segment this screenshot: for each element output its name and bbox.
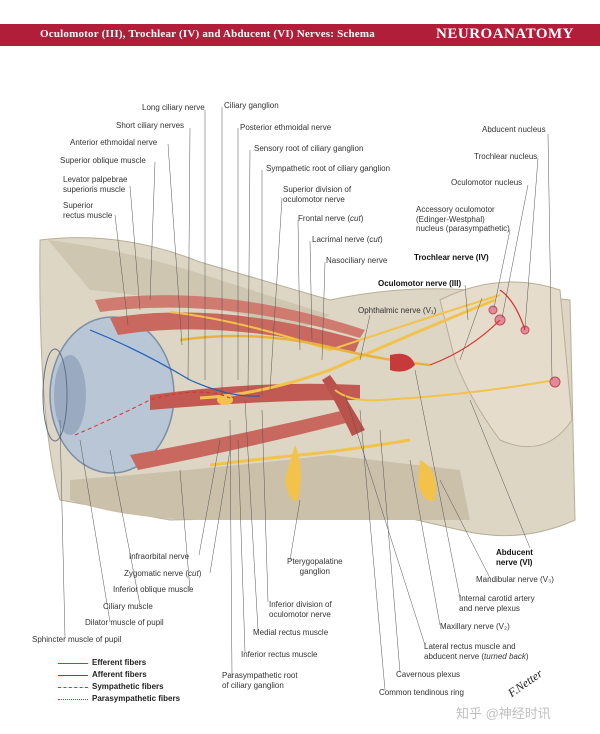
label-superior-oblique-muscle: Superior oblique muscle: [60, 156, 146, 165]
label-abducent-nucleus: Abducent nucleus: [482, 125, 546, 134]
label-maxillary-nerve: Maxillary nerve (V₂): [440, 622, 510, 631]
inferior-rectus-shape: [130, 410, 350, 470]
sympathetic-fiber-path: [74, 391, 231, 436]
legend-swatch: [58, 699, 88, 700]
abducent-nucleus-dot: [549, 376, 561, 388]
label-inferior-oblique-muscle: Inferior oblique muscle: [113, 585, 194, 594]
label-dilator-muscle: Dilator muscle of pupil: [85, 618, 164, 627]
legend-swatch: [58, 663, 88, 664]
orbital-floor: [70, 455, 470, 520]
label-sensory-root: Sensory root of ciliary ganglion: [254, 144, 364, 153]
label-oculomotor-nerve: Oculomotor nerve (III): [378, 279, 462, 288]
label-accessory-oculomotor-nucleus: Accessory oculomotor(Edinger-Westphal)nu…: [416, 205, 510, 233]
label-ophthalmic-nerve: Ophthalmic nerve (V₁): [358, 306, 437, 315]
medial-rectus-shape: [150, 383, 360, 410]
label-ciliary-muscle: Ciliary muscle: [103, 602, 153, 611]
pterygopalatine-ganglion-shape: [285, 445, 301, 501]
afferent-fiber-path: [89, 329, 261, 397]
abducent-nerve-path: [334, 379, 556, 402]
label-long-ciliary-nerve: Long ciliary nerve: [142, 103, 205, 112]
label-oculomotor-nucleus: Oculomotor nucleus: [451, 178, 523, 187]
trochlear-nerve-path: [169, 294, 501, 352]
trigeminal-ganglion-shape: [418, 460, 436, 501]
label-anterior-ethmoidal-nerve: Anterior ethmoidal nerve: [70, 138, 158, 147]
label-trochlear-nucleus: Trochlear nucleus: [474, 152, 538, 161]
internal-carotid-shape: [390, 353, 415, 372]
label-common-tendinous-ring: Common tendinous ring: [379, 688, 464, 697]
leader-lines: [59, 107, 553, 691]
superior-rectus-shape: [110, 312, 360, 352]
lens: [54, 355, 86, 435]
label-trochlear-nerve: Trochlear nerve (IV): [414, 253, 489, 262]
label-sympathetic-root: Sympathetic root of ciliary ganglion: [266, 164, 391, 173]
label-ciliary-ganglion: Ciliary ganglion: [224, 101, 279, 110]
label-lacrimal-nerve: Lacrimal nerve (cut): [312, 235, 383, 244]
label-infraorbital-nerve: Infraorbital nerve: [129, 552, 190, 561]
watermark: 知乎 @神经时讯: [456, 706, 551, 721]
cornea: [42, 348, 68, 442]
page-title: Oculomotor (III), Trochlear (IV) and Abd…: [40, 28, 375, 40]
maxillary-nerve-path: [209, 438, 411, 467]
label-zygomatic-nerve: Zygomatic nerve (cut): [124, 569, 202, 578]
label-frontal-nerve: Frontal nerve (cut): [298, 214, 364, 223]
levator-shape: [95, 295, 365, 338]
label-short-ciliary-nerves: Short ciliary nerves: [116, 121, 185, 130]
label-cavernous-plexus: Cavernous plexus: [396, 670, 461, 679]
header-bar: Oculomotor (III), Trochlear (IV) and Abd…: [0, 24, 600, 46]
label-inferior-rectus: Inferior rectus muscle: [241, 650, 318, 659]
label-posterior-ethmoidal-nerve: Posterior ethmoidal nerve: [240, 123, 332, 132]
legend-swatch: [58, 675, 88, 676]
label-medial-rectus: Medial rectus muscle: [253, 628, 329, 637]
lateral-rectus-shape: [322, 375, 365, 436]
ciliary-ganglion-shape: [217, 395, 233, 405]
legend-swatch: [58, 687, 88, 688]
section-title: NEUROANATOMY: [436, 26, 574, 42]
label-sphincter-muscle: Sphincter muscle of pupil: [32, 635, 122, 644]
label-mandibular-nerve: Mandibular nerve (V₃): [476, 575, 554, 584]
oculomotor-nerve-path: [199, 298, 496, 400]
label-nasociliary-nerve: Nasociliary nerve: [326, 256, 388, 265]
accessory-nucleus-dot: [488, 305, 498, 315]
